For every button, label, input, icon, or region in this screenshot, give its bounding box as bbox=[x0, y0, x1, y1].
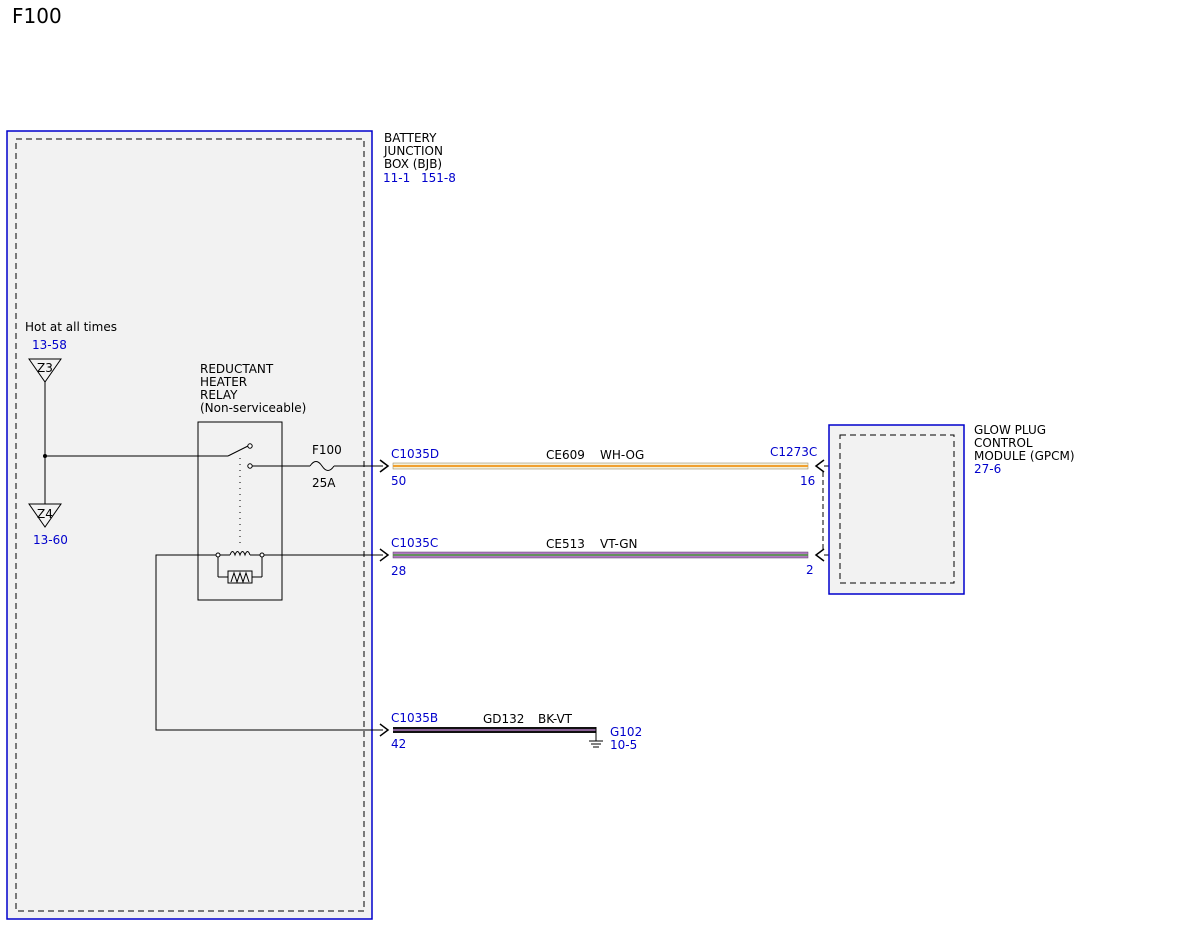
relay-contact-no bbox=[247, 443, 253, 449]
wire-ce513[interactable] bbox=[392, 551, 809, 559]
wire1-color: WH-OG bbox=[600, 448, 644, 462]
gpcm-name-line1: GLOW PLUG bbox=[974, 423, 1046, 437]
bjb-ref-2[interactable]: 151-8 bbox=[421, 171, 456, 185]
bjb-name-line3: BOX (BJB) bbox=[384, 157, 442, 171]
z4-ref[interactable]: 13-60 bbox=[33, 533, 68, 547]
relay-box bbox=[197, 421, 283, 601]
wire-ce609[interactable] bbox=[392, 462, 809, 470]
ground-g102-icon bbox=[589, 727, 603, 748]
relay-name-line1: REDUCTANT bbox=[200, 362, 274, 376]
z4-label: Z4 bbox=[37, 507, 53, 521]
relay-contact-out bbox=[247, 463, 253, 469]
relay-coil bbox=[215, 551, 265, 584]
coil-ground-wire bbox=[155, 554, 383, 731]
z3-ref[interactable]: 13-58 bbox=[32, 338, 67, 352]
wire2-connector[interactable]: C1035C bbox=[391, 536, 438, 550]
gpcm-name-line3: MODULE (GPCM) bbox=[974, 449, 1075, 463]
wire3-connector[interactable]: C1035B bbox=[391, 711, 438, 725]
z4-power-symbol: Z4 bbox=[28, 503, 62, 528]
wire3-pin: 42 bbox=[391, 737, 406, 751]
glow-plug-control-module bbox=[828, 424, 965, 595]
relay-name-line3: RELAY bbox=[200, 388, 238, 402]
wire2-end-pin: 2 bbox=[806, 563, 814, 577]
fuse-symbol bbox=[309, 461, 335, 471]
connector-c1273c-pin2-symbol bbox=[814, 548, 825, 562]
connector-c1035c-symbol bbox=[379, 548, 390, 562]
z3-label: Z3 bbox=[37, 361, 53, 375]
relay-name-line4: (Non-serviceable) bbox=[200, 401, 306, 415]
bjb-inner-boundary bbox=[15, 138, 365, 912]
connector-c1035b-symbol bbox=[379, 723, 390, 737]
gpcm-name-line2: CONTROL bbox=[974, 436, 1033, 450]
wire3-color: BK-VT bbox=[538, 712, 573, 726]
wire1-end-connector[interactable]: C1273C bbox=[770, 445, 817, 459]
connector-c1273c-pin16-symbol bbox=[814, 459, 825, 473]
fuse-name: F100 bbox=[312, 443, 342, 457]
relay-name-line2: HEATER bbox=[200, 375, 247, 389]
bjb-name-line1: BATTERY bbox=[384, 131, 437, 145]
wire2-circuit: CE513 bbox=[546, 537, 585, 551]
ground-ref[interactable]: 10-5 bbox=[610, 738, 637, 752]
wire1-circuit: CE609 bbox=[546, 448, 585, 462]
wire2-color: VT-GN bbox=[600, 537, 637, 551]
wire1-pin: 50 bbox=[391, 474, 406, 488]
connector-c1035d-symbol bbox=[379, 459, 390, 473]
bjb-name-line2: JUNCTION bbox=[383, 144, 443, 158]
bjb-outline bbox=[6, 130, 373, 920]
wire-gd132[interactable] bbox=[393, 727, 596, 733]
relay-switch-arm bbox=[227, 445, 249, 457]
gpcm-ref[interactable]: 27-6 bbox=[974, 462, 1001, 476]
wire1-end-pin: 16 bbox=[800, 474, 815, 488]
fuse-rating: 25A bbox=[312, 476, 336, 490]
bjb-ref-1[interactable]: 11-1 bbox=[383, 171, 410, 185]
wire2-pin: 28 bbox=[391, 564, 406, 578]
wire1-connector[interactable]: C1035D bbox=[391, 447, 439, 461]
power-label: Hot at all times bbox=[25, 320, 117, 334]
ground-name[interactable]: G102 bbox=[610, 725, 642, 739]
page-title: F100 bbox=[12, 4, 62, 28]
z3-power-symbol: Z3 bbox=[28, 358, 62, 383]
battery-junction-box bbox=[6, 130, 373, 920]
wire3-circuit: GD132 bbox=[483, 712, 524, 726]
